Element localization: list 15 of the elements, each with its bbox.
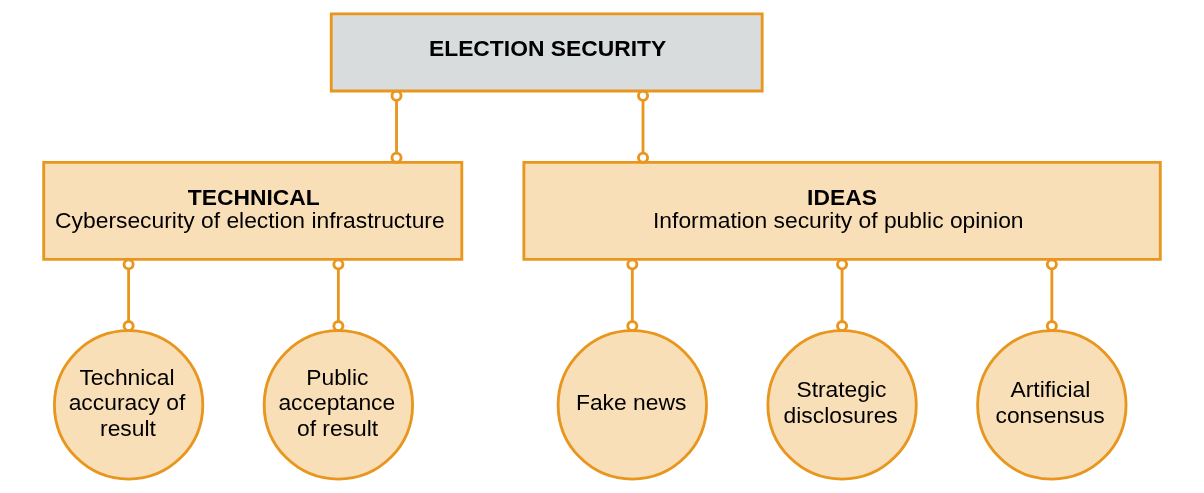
node-box: TECHNICAL Cybersecurity of election infrastructure <box>42 160 464 261</box>
connector <box>332 258 345 333</box>
connector <box>122 258 135 333</box>
connector <box>637 89 649 164</box>
connector <box>836 258 849 333</box>
node-box: IDEAS Information security of public opinion <box>522 160 1162 261</box>
connector <box>626 258 639 333</box>
connector <box>1045 258 1058 333</box>
node-circle: Artificial consensus <box>976 329 1128 481</box>
node-circle: Public acceptance of result <box>262 329 414 481</box>
node-circle: Technical accuracy of result <box>53 329 205 481</box>
node-box: ELECTION SECURITY <box>329 12 764 93</box>
node-circle: Strategic disclosures <box>766 329 918 481</box>
node-circle: Fake news <box>556 329 708 481</box>
connector <box>390 89 403 164</box>
